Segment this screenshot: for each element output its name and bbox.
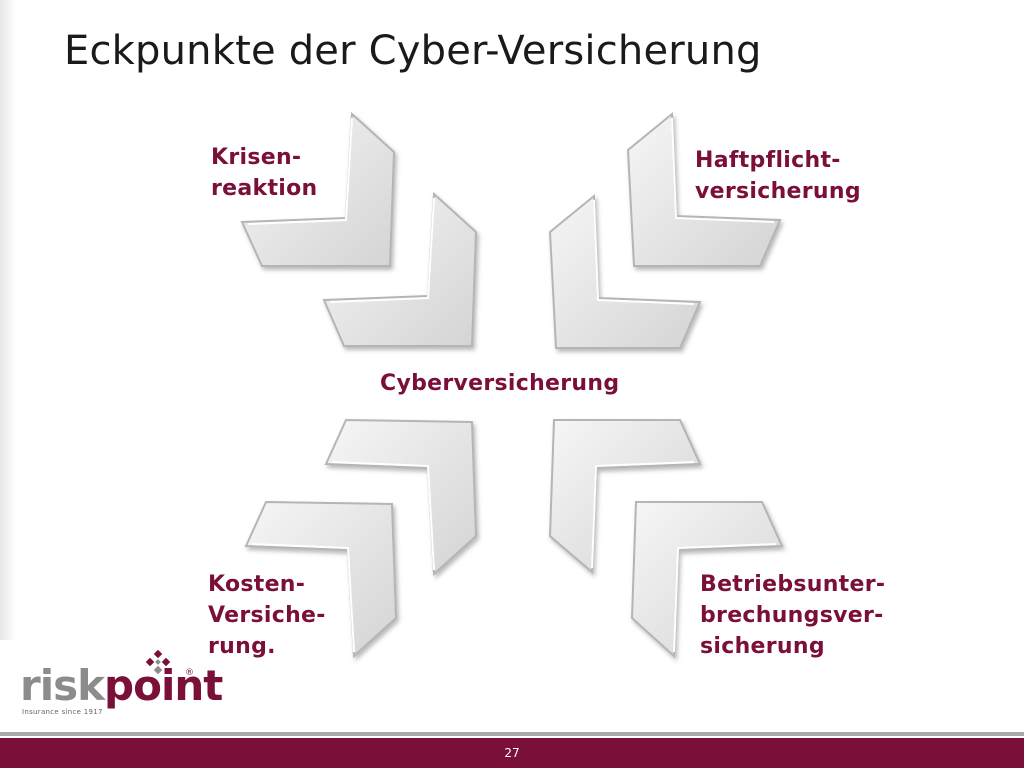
logo-tagline: Insurance since 1917: [22, 708, 103, 716]
diamond-cluster-icon: [145, 650, 171, 675]
label-betriebsunterbrechung: Betriebsunter- brechungsver- sicherung: [700, 572, 886, 659]
logo-wordmark: riskpoint: [20, 661, 223, 710]
left-edge-shade: [0, 0, 16, 640]
footer-bar: [0, 738, 1024, 768]
chevron-arrow-icon: [626, 111, 782, 267]
logo-word-point: point: [104, 661, 223, 710]
chevron-arrow-icon: [548, 419, 702, 575]
label-haftpflichtversicherung: Haftpflicht- versicherung: [695, 148, 861, 204]
label-krisenreaktion: Krisen- reaktion: [211, 145, 318, 201]
chevron-arrow-icon: [240, 111, 396, 267]
chevron-arrow-icon: [630, 501, 784, 659]
chevron-arrow-icon: [244, 500, 398, 659]
slide-title: Eckpunkte der Cyber-Versicherung: [64, 28, 762, 74]
riskpoint-logo: riskpoint ® Insurance since 1917: [20, 650, 223, 720]
label-kostenversicherung: Kosten- Versiche- rung.: [208, 572, 326, 659]
chevron-arrow-icon: [322, 191, 478, 347]
footer-stripe: [0, 732, 1024, 736]
chevron-arrow-icon: [548, 193, 702, 349]
logo-word-risk: risk: [20, 661, 105, 710]
label-cyberversicherung: Cyberversicherung: [380, 371, 620, 396]
registered-mark: ®: [185, 668, 194, 678]
chevron-arrow-icon: [324, 418, 478, 577]
page-number: 27: [504, 746, 520, 760]
